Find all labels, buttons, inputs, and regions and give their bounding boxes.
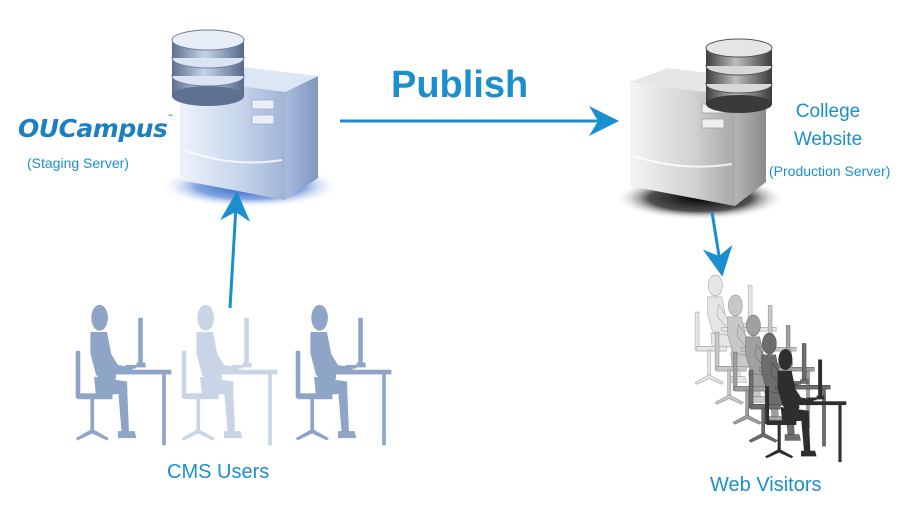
production-title-line2: Website xyxy=(793,129,863,150)
logo-name: Campus xyxy=(58,114,168,143)
staging-server-icon xyxy=(160,29,340,208)
cms-user-icon xyxy=(295,304,392,446)
web-visitors-icon xyxy=(694,274,847,463)
web-visitors-label: Web Visitors xyxy=(710,474,822,496)
logo-prefix: OU xyxy=(18,114,59,143)
staging-server-caption: (Staging Server) xyxy=(27,155,129,171)
production-title: College Website xyxy=(770,98,886,154)
production-to-visitors-arrow xyxy=(702,211,733,277)
cms-to-staging-arrow xyxy=(220,191,251,309)
production-server-caption: (Production Server) xyxy=(769,163,891,179)
cms-user-icon xyxy=(75,304,172,446)
publish-label: Publish xyxy=(391,64,529,106)
cms-user-icon xyxy=(181,304,278,446)
logo-tm: ™ xyxy=(167,114,173,121)
oucampus-logo: OUCampus™ xyxy=(18,114,173,143)
production-title-line1: College xyxy=(795,101,861,122)
production-server-icon xyxy=(615,38,785,220)
cms-users-label: CMS Users xyxy=(167,461,270,483)
